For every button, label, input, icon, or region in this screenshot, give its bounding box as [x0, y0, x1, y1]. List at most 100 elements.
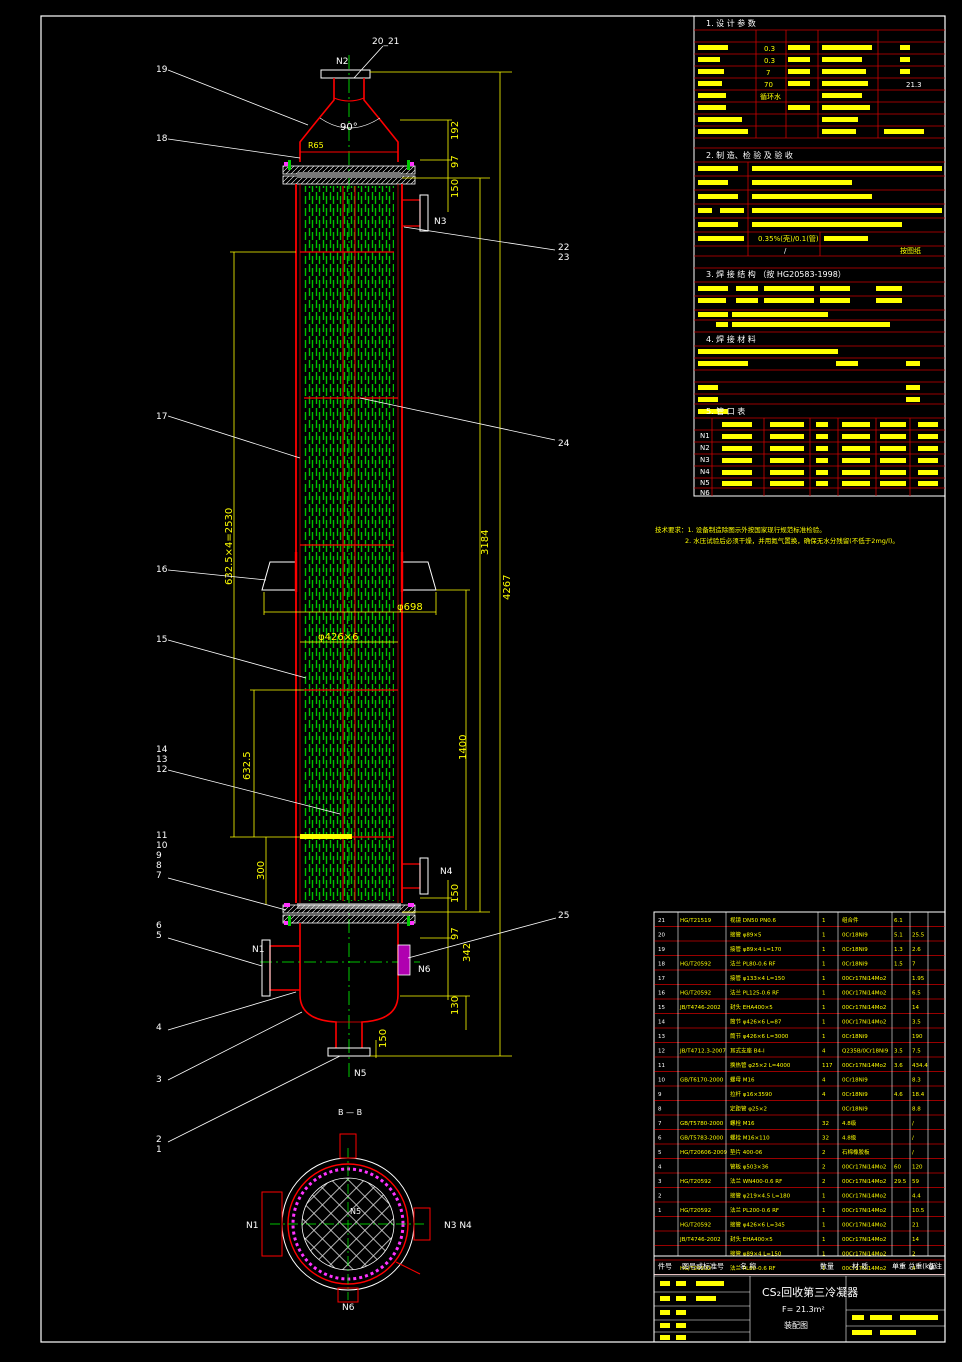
drawing-title: CS₂回收第三冷凝器 [762, 1285, 858, 1299]
bom-cell: 29.5 [894, 1179, 907, 1185]
bom-cell: 1.3 [894, 947, 903, 953]
bom-cell: 12 [658, 1049, 665, 1055]
bom-cell: 8 [658, 1107, 662, 1113]
bom-cell: 接管 φ89×4 L=150 [730, 1250, 782, 1258]
bom-cell: 组合件 [842, 916, 859, 924]
nozzle-n6: N6 [418, 965, 431, 975]
bom-cell: HG/T20606-2009 [680, 1150, 728, 1156]
bom-header-cell: 图号或标准号 [682, 1261, 724, 1270]
bom-header-cell: 件号 [658, 1261, 672, 1270]
svg-text:N3: N3 [700, 456, 710, 464]
section-label: B — B [338, 1108, 362, 1117]
dimension-texts: 192 97 150 3184 4267 632.5×4=2530 φ698 φ… [224, 121, 513, 1048]
dimension-lines [230, 71, 512, 1058]
bom-cell: 0Cr18Ni9 [842, 962, 868, 968]
bom-cell: 1 [822, 1252, 826, 1258]
technical-notes: 技术要求：1. 设备制造除图示外按国家现行规范标准检验。 2. 水压试验后必须干… [655, 525, 899, 545]
bom-cell: 00Cr17Ni14Mo2 [842, 1020, 886, 1026]
bom-cell: 11 [658, 1063, 665, 1069]
bom-cell: 00Cr17Ni14Mo2 [842, 991, 886, 997]
bom-cell: JB/T4746-2002 [679, 1237, 721, 1243]
bom-cell: 4.8级 [842, 1134, 857, 1142]
bom-cell: 1 [822, 918, 826, 924]
bom-cell: 00Cr17Ni14Mo2 [842, 1252, 886, 1258]
bom-header-cell: 备注 [928, 1261, 942, 1270]
bom-cell: 14 [912, 1237, 919, 1243]
tube-bundle [304, 186, 394, 901]
svg-text:N6: N6 [700, 489, 710, 497]
bom-header-cell: 数量 [820, 1261, 834, 1270]
bom-cell: 视镜 DN50 PN0.6 [730, 916, 777, 924]
bom-cell: JB/T4712.3-2007 [679, 1049, 726, 1055]
callout-24: 24 [558, 439, 570, 449]
tech-section-1: 1. 设 计 参 数 [706, 18, 756, 28]
bom-cell: 螺栓 M16×110 [730, 1134, 770, 1142]
param-area: 21.3 [906, 81, 922, 89]
bom-cell: / [912, 1121, 914, 1127]
bom-cell: 法兰 PL200-0.6 RF [730, 1206, 779, 1214]
nozzle-labels: N2 N3 N4 N1 N6 N5 [252, 57, 453, 1079]
bom-cell: 接管 φ133×4 L=150 [730, 974, 785, 982]
bom-cell: 法兰 PL80-0.6 RF [730, 960, 776, 968]
bom-cell: 1.5 [894, 962, 903, 968]
svg-text:N5: N5 [350, 1207, 361, 1216]
bom-cell: 9 [658, 1092, 662, 1098]
bom-cell: 00Cr17Ni14Mo2 [842, 1237, 886, 1243]
bom-cell: 换热管 φ25×2 L=4000 [730, 1061, 791, 1069]
bom-cell: 筒节 φ426×6 L=87 [730, 1018, 782, 1026]
drawing-type: 装配图 [784, 1320, 808, 1330]
param-slash: / [784, 247, 787, 255]
bom-cell: 石棉橡胶板 [842, 1148, 870, 1156]
bom-cell: GB/T5783-2000 [680, 1136, 724, 1142]
dim-97-top: 97 [450, 155, 461, 168]
bom-cell: 16 [658, 991, 665, 997]
bom-cell: 0Cr18Ni9 [842, 1078, 868, 1084]
bom-cell: 1 [822, 991, 826, 997]
callout-6: 6 [156, 921, 162, 931]
callout-19: 19 [156, 65, 168, 75]
bom-cell: / [912, 1150, 914, 1156]
bom-cell: 拉杆 φ16×3590 [730, 1090, 772, 1098]
bom-cell: 00Cr17Ni14Mo2 [842, 1208, 886, 1214]
bom-cell: 1 [822, 1237, 826, 1243]
bom-cell: 4.4 [912, 1194, 921, 1200]
bom-cell: 1 [822, 976, 826, 982]
bom-cell: HG/T20592 [680, 1179, 711, 1185]
nozzle-n3: N3 [434, 217, 446, 227]
bom-cell: 25.5 [912, 933, 925, 939]
callout-12: 12 [156, 765, 167, 775]
bom-cell: 法兰 PL80-0.6 RF [730, 1264, 776, 1272]
bom-cell: 0Cr18Ni9 [842, 947, 868, 953]
svg-text:N3 N4: N3 N4 [444, 1221, 472, 1231]
bom-cell: 6.5 [912, 991, 921, 997]
bom-cell: 筒节 φ426×6 L=3000 [730, 1032, 789, 1040]
bom-cell: 1.95 [912, 976, 925, 982]
nozzle-n2: N2 [336, 57, 348, 67]
callout-22: 22 [558, 243, 569, 253]
callout-10: 10 [156, 841, 168, 851]
callout-18: 18 [156, 134, 168, 144]
bom-cell: 120 [912, 1165, 923, 1171]
bom-cell: 管板 φ503×36 [730, 1163, 769, 1171]
bom-header-cell: 名 称 [740, 1261, 756, 1270]
bom-cell: 0Cr18Ni9 [842, 1092, 868, 1098]
param-medium: 循环水 [760, 92, 781, 101]
callout-9: 9 [156, 851, 162, 861]
callout-1: 1 [156, 1145, 162, 1155]
bom-cell: Q235B/0Cr18Ni9 [842, 1049, 889, 1055]
bom-cell: 4.6 [894, 1092, 903, 1098]
bom-cell: 0Cr18Ni9 [842, 1034, 868, 1040]
bom-cell: 3.5 [912, 1020, 921, 1026]
callout-8: 8 [156, 861, 162, 871]
nozzle-n5: N5 [354, 1069, 366, 1079]
bom-cell: 封头 EHA400×5 [730, 1003, 773, 1011]
callout-25: 25 [558, 911, 569, 921]
dim-r65: R65 [308, 141, 324, 150]
bom-cell: 法兰 PL125-0.6 RF [730, 989, 779, 997]
callout-11: 11 [156, 831, 167, 841]
outer-frame [40, 15, 946, 1343]
callout-7: 7 [156, 871, 162, 881]
callout-numbers: 19 18 17 16 15 14 13 12 11 10 9 8 7 6 5 … [156, 37, 570, 1155]
callout-13: 13 [156, 755, 167, 765]
